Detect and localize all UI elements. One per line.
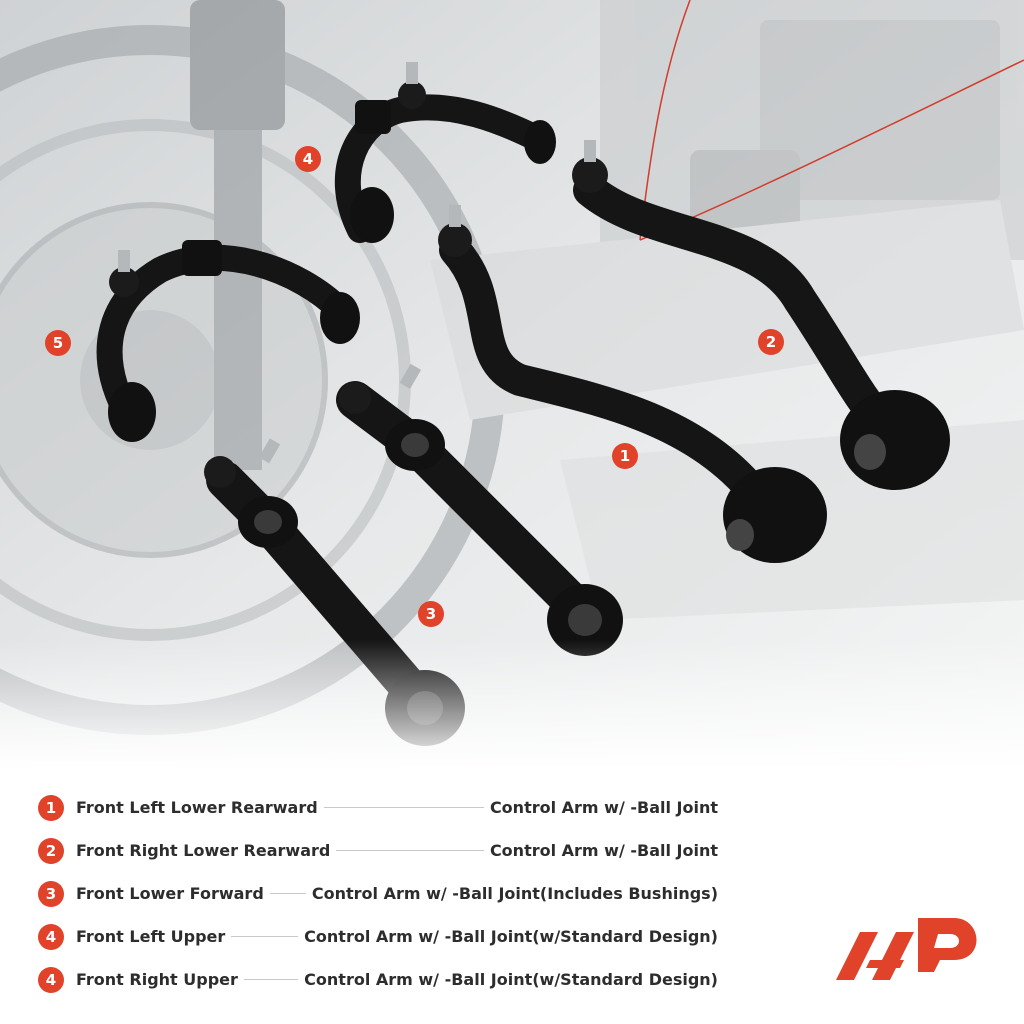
legend-position: Front Left Lower Rearward (76, 798, 318, 817)
callout-3: 3 (418, 601, 444, 627)
legend-part-type: Control Arm w/ -Ball Joint (489, 841, 718, 860)
callout-4: 4 (295, 146, 321, 172)
legend-number-badge: 3 (38, 880, 64, 907)
legend-position: Front Right Upper (76, 970, 238, 989)
parts-legend: 1 Front Left Lower Rearward Control Arm … (38, 786, 718, 1001)
legend-position: Front Right Lower Rearward (76, 841, 331, 860)
legend-row: 2 Front Right Lower Rearward Control Arm… (38, 829, 718, 872)
callout-1: 1 (612, 443, 638, 469)
product-photo (0, 0, 1024, 770)
legend-number-badge: 2 (38, 837, 64, 864)
legend-part-type: Control Arm w/ -Ball Joint (489, 798, 718, 817)
legend-row: 4 Front Right Upper Control Arm w/ -Ball… (38, 958, 718, 1001)
legend-number-badge: 4 (38, 923, 64, 950)
legend-part-type: Control Arm w/ -Ball Joint(w/Standard De… (304, 970, 718, 989)
legend-divider (231, 936, 299, 937)
legend-divider (269, 893, 306, 894)
a-premium-logo-icon (836, 918, 977, 980)
control-arm-5 (96, 240, 360, 442)
legend-row: 4 Front Left Upper Control Arm w/ -Ball … (38, 915, 718, 958)
legend-number-badge: 4 (38, 966, 64, 993)
control-arm-1 (438, 205, 827, 563)
callout-2: 2 (758, 329, 784, 355)
legend-divider (336, 850, 484, 851)
legend-part-type: Control Arm w/ -Ball Joint(Includes Bush… (311, 884, 718, 903)
legend-row: 3 Front Lower Forward Control Arm w/ -Ba… (38, 872, 718, 915)
legend-position: Front Lower Forward (76, 884, 264, 903)
legend-divider (243, 979, 299, 980)
legend-row: 1 Front Left Lower Rearward Control Arm … (38, 786, 718, 829)
legend-position: Front Left Upper (76, 927, 226, 946)
legend-divider (323, 807, 484, 808)
control-arm-3-right (336, 363, 623, 656)
legend-number-badge: 1 (38, 794, 64, 821)
control-arm-2 (572, 140, 950, 490)
control-arm-4 (334, 62, 556, 243)
legend-part-type: Control Arm w/ -Ball Joint(w/Standard De… (304, 927, 718, 946)
callout-5: 5 (45, 330, 71, 356)
